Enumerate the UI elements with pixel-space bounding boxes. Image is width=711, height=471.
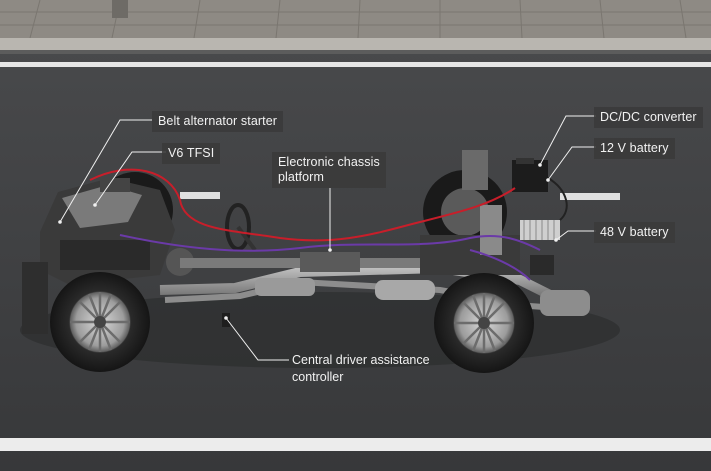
label-dcdc-converter-text: DC/DC converter <box>600 110 697 124</box>
dcdc-converter-unit <box>512 158 548 192</box>
battery-48v-unit <box>520 220 560 275</box>
high-voltage-cables <box>89 168 568 281</box>
central-driver-assistance-controller-unit <box>222 313 230 327</box>
label-electronic-chassis-platform: Electronic chassis platform <box>272 152 386 188</box>
label-belt-alternator-starter: Belt alternator starter <box>152 111 284 132</box>
rear-wheel <box>434 273 534 373</box>
label-belt-alternator-starter-text: Belt alternator starter <box>158 114 278 128</box>
lane-dash <box>180 192 220 199</box>
label-48v-battery-text: 48 V battery <box>600 225 669 239</box>
label-48v-battery: 48 V battery <box>594 222 675 243</box>
label-12v-battery-text: 12 V battery <box>600 141 669 155</box>
label-electronic-chassis-platform-line2: platform <box>278 170 324 184</box>
label-dcdc-converter: DC/DC converter <box>594 107 703 128</box>
front-wheel <box>50 272 150 372</box>
exhaust-system <box>159 262 590 316</box>
curb <box>0 38 711 50</box>
label-v6-tfsi: V6 TFSI <box>162 143 221 164</box>
label-central-driver-assistance-controller-line2: controller <box>292 370 344 384</box>
label-central-driver-assistance-controller: Central driver assistance controller <box>292 352 430 386</box>
drive-shaft <box>180 252 480 272</box>
label-central-driver-assistance-controller-line1: Central driver assistance <box>292 353 430 367</box>
steering-wheel <box>225 203 257 252</box>
sidewalk <box>0 0 711 39</box>
rear-axle <box>420 150 520 275</box>
label-electronic-chassis-platform-line1: Electronic chassis <box>278 155 380 169</box>
lane-line-bottom <box>0 438 711 451</box>
lane-dash <box>560 193 620 200</box>
label-v6-tfsi-text: V6 TFSI <box>168 146 215 160</box>
label-12v-battery: 12 V battery <box>594 138 675 159</box>
lane-line-top <box>0 62 711 67</box>
